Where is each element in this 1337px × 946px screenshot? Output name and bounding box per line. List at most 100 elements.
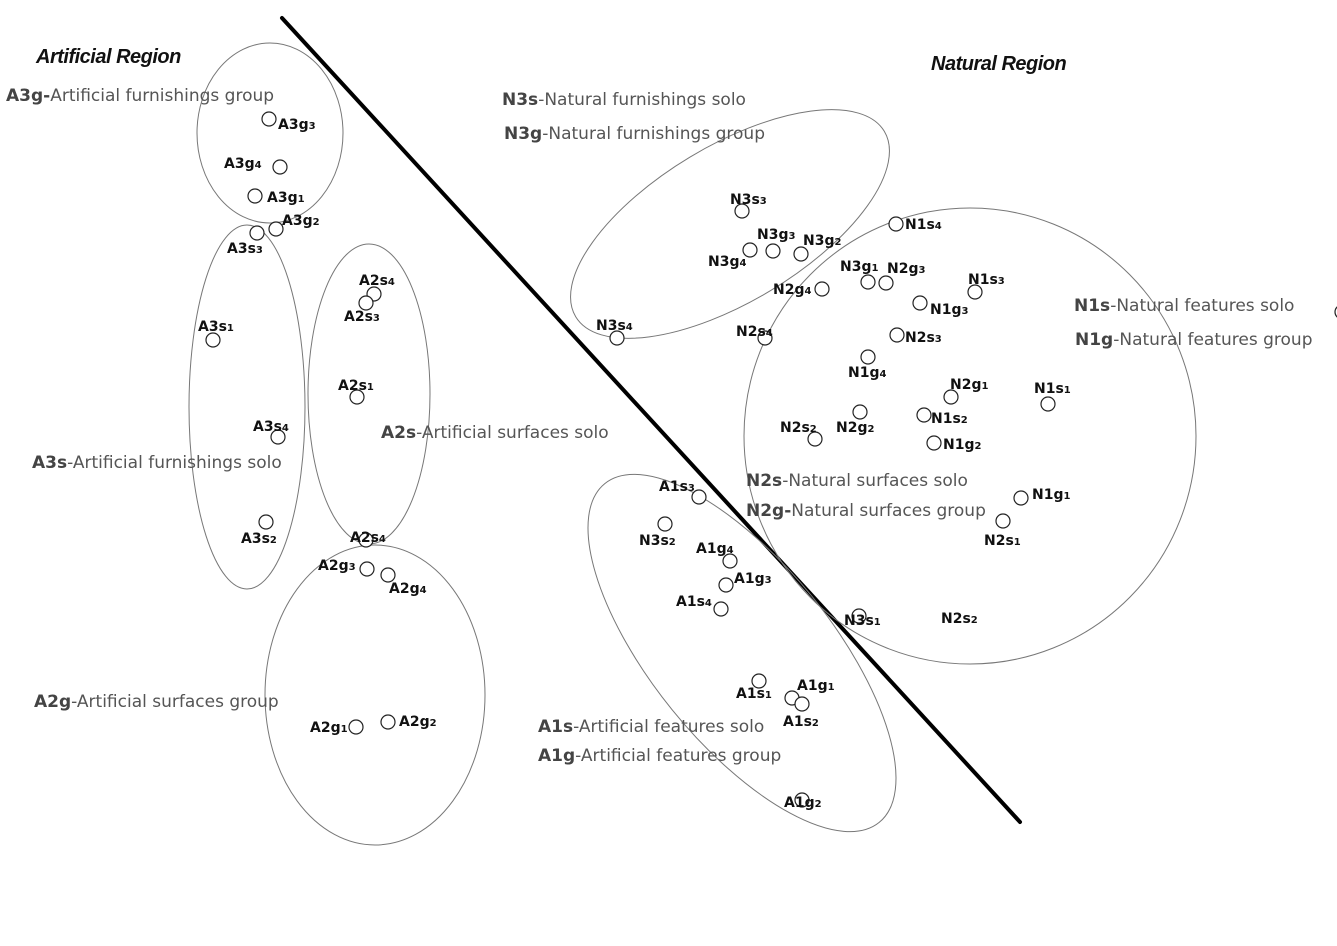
data-point-label: A1g4 (696, 541, 734, 557)
data-point-marker (258, 514, 274, 530)
data-point-a2g2: A2g2 (380, 714, 437, 730)
data-point-label: A1s3 (659, 479, 695, 495)
data-point-label: N2s2 (780, 420, 817, 436)
data-point-a2g3: A2g3 (318, 558, 375, 577)
data-point-marker (734, 203, 750, 219)
data-point-a1g1: A1g1 (784, 678, 835, 706)
data-point-n3s2: N3s2 (639, 516, 676, 549)
cluster-ellipse-natural (743, 207, 1197, 665)
data-point-a3s2: A3s2 (241, 514, 277, 547)
data-point-marker (765, 243, 781, 259)
data-point-label: N3s3 (730, 192, 767, 208)
data-point-marker (742, 242, 758, 258)
data-point-marker (757, 330, 773, 346)
data-point-marker (943, 389, 959, 405)
data-point-label: N3s4 (596, 318, 633, 334)
data-point-marker (268, 221, 284, 237)
data-point-label: A3s2 (241, 531, 277, 547)
data-point-marker (751, 673, 767, 689)
data-point-a2s4: A2s4 (350, 530, 386, 548)
data-point-marker (713, 601, 729, 617)
legend-a2g: A2g-Artificial surfaces group (34, 692, 279, 712)
data-point-label: N2g3 (887, 261, 925, 277)
data-point-label: A3g4 (224, 156, 262, 172)
data-point-marker (657, 516, 673, 532)
cluster-ellipse-a1 (587, 473, 897, 833)
data-point-marker (270, 429, 286, 445)
data-point-a1s4: A1s4 (676, 594, 729, 617)
legend-a3s: A3s-Artificial furnishings solo (32, 453, 282, 473)
data-point-marker (793, 246, 809, 262)
legend-n3s: N3s-Natural furnishings solo (502, 90, 746, 110)
data-point-marker (860, 349, 876, 365)
data-point-label: A1s2 (783, 714, 819, 730)
data-point-marker (889, 327, 905, 343)
data-point-marker (359, 561, 375, 577)
legend-n1g: N1g-Natural features group (1075, 330, 1313, 350)
region-divider-line (280, 16, 1022, 824)
data-point-label: N2g1 (950, 377, 988, 393)
data-point-a1g2: A1g2 (784, 792, 822, 811)
data-point-label: A1s4 (676, 594, 712, 610)
data-point-label: A3s1 (198, 319, 234, 335)
data-point-label: A3g3 (278, 117, 316, 133)
data-point-marker (349, 389, 365, 405)
data-point-a2g4: A2g4 (380, 567, 427, 597)
artificial-region-title: Artificial Region (35, 46, 181, 68)
data-point-marker (722, 553, 738, 569)
data-point-label: N3g3 (757, 227, 795, 243)
data-point-marker (348, 719, 364, 735)
data-point-marker (794, 792, 810, 808)
legend-a1g: A1g-Artificial features group (538, 746, 781, 766)
data-point-label: N1g3 (930, 302, 968, 318)
data-point-marker (814, 281, 830, 297)
data-point-a1g3: A1g3 (718, 571, 772, 593)
data-point-n3s3: N3s3 (730, 192, 767, 219)
legend-n1s: N1s-Natural features solo (1074, 296, 1294, 316)
data-point-marker (691, 489, 707, 505)
legend-a2s: A2s-Artificial surfaces solo (381, 423, 609, 443)
cluster-ellipse-n3 (570, 109, 890, 339)
data-point-label: N1g1 (1032, 487, 1070, 503)
data-point-n1s1: N1s1 (1034, 381, 1071, 412)
data-point-marker (1013, 490, 1029, 506)
data-point-label: N1s3 (968, 272, 1005, 288)
data-point-marker (261, 111, 277, 127)
data-point-label: N1s4 (905, 217, 942, 233)
data-point-marker (358, 295, 374, 311)
data-point-n2s3: N2s3 (889, 327, 942, 346)
data-point-label: A3s3 (227, 241, 263, 257)
data-point-label: A3g1 (267, 190, 305, 206)
cluster-ellipses (188, 42, 1197, 846)
data-point-label: A3g2 (282, 213, 320, 229)
data-point-a3s3: A3s3 (227, 225, 265, 257)
data-point-n2s1: N2s1 (984, 513, 1021, 549)
data-point-label: A1g1 (797, 678, 835, 694)
cluster-ellipse-a3g (196, 42, 344, 224)
data-point-label: A2s1 (338, 378, 374, 394)
data-point-n2g4: N2g4 (773, 281, 830, 298)
data-point-a1s2: A1s2 (783, 696, 819, 730)
data-point-marker (249, 225, 265, 241)
data-point-a3g1: A3g1 (247, 188, 305, 206)
cluster-ellipse-a2g (264, 544, 486, 846)
data-point-n3s4: N3s4 (596, 318, 633, 346)
natural-region-title: Natural Region (931, 53, 1067, 75)
data-point-marker (995, 513, 1011, 529)
data-point-n1g3: N1g3 (912, 295, 968, 318)
data-point-label: N3g4 (708, 254, 746, 270)
data-point-label: N3g1 (840, 259, 878, 275)
data-point-n1g1: N1g1 (1013, 487, 1070, 506)
cluster-ellipse-a3s (188, 224, 306, 590)
data-point-marker (851, 608, 867, 624)
data-point-label: N3s1 (844, 613, 881, 629)
data-point-marker (916, 407, 932, 423)
data-point-a2g1: A2g1 (310, 719, 364, 736)
data-point-label: N2s4 (736, 324, 773, 340)
legend-a1s: A1s-Artificial features solo (538, 717, 764, 737)
data-point-label: N1s1 (1034, 381, 1071, 397)
data-point-n3g4: N3g4 (708, 242, 758, 270)
data-point-n2s4: N2s4 (736, 324, 773, 346)
data-point-n2g3: N2g3 (878, 261, 925, 291)
data-point-marker (609, 330, 625, 346)
